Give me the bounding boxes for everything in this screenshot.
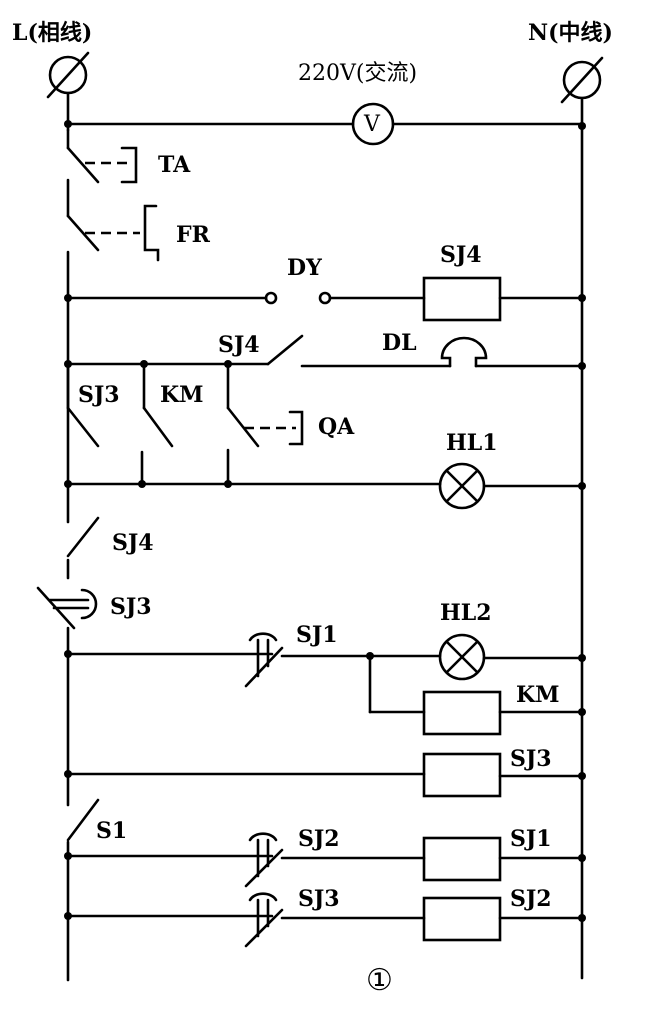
sj4-lower-contact (66, 516, 100, 558)
fr-label: FR (176, 222, 211, 248)
left-terminal-symbol (46, 51, 90, 99)
sj4-lower-label: SJ4 (112, 530, 154, 556)
qa-contact (226, 362, 304, 486)
sj3-contact (66, 362, 100, 448)
sj1-coil-branch (64, 832, 586, 888)
sj1-branch (64, 632, 586, 736)
km-contact-label: KM (160, 382, 203, 408)
hl1-label: HL1 (446, 430, 498, 456)
dy-label: DY (287, 255, 322, 281)
dl-label: DL (382, 330, 417, 356)
s1-label: S1 (96, 818, 127, 844)
ta-breaker-switch (66, 146, 138, 184)
voltmeter-branch (64, 102, 586, 146)
sj4-contact-label: SJ4 (218, 332, 260, 358)
sj1-coil-label: SJ1 (510, 826, 552, 852)
sj3-coil-label: SJ3 (510, 746, 552, 772)
sj4-dl-branch (64, 334, 586, 370)
voltmeter-label: V (363, 112, 381, 137)
km-coil-label: KM (516, 682, 559, 708)
qa-label: QA (318, 414, 355, 440)
right-terminal-label: N(中线) (528, 20, 613, 46)
hl1-branch (64, 462, 586, 510)
sj3-coil-branch (64, 752, 586, 798)
s1-switch (66, 798, 100, 842)
ta-label: TA (158, 152, 191, 178)
left-terminal-label: L(相线) (12, 20, 92, 46)
dy-branch (64, 276, 586, 322)
sj2-coil-label: SJ2 (510, 886, 552, 912)
fr-thermal-switch (66, 204, 160, 262)
sj3-contact-label: SJ3 (78, 382, 120, 408)
sj4-coil-label: SJ4 (440, 242, 482, 268)
supply-voltage-label: 220V(交流) (298, 61, 417, 86)
sj2-contact-label: SJ2 (298, 826, 340, 852)
right-terminal-symbol (560, 56, 604, 104)
sj3-contact2-label: SJ3 (298, 886, 340, 912)
sj2-coil-branch (64, 892, 586, 948)
hl2-label: HL2 (440, 600, 492, 626)
sj3-lower-label: SJ3 (110, 594, 152, 620)
sj1-contact-label: SJ1 (296, 622, 338, 648)
km-contact (140, 362, 174, 486)
figure-number: ① (366, 963, 393, 998)
sj3-timed-contact (36, 586, 98, 630)
